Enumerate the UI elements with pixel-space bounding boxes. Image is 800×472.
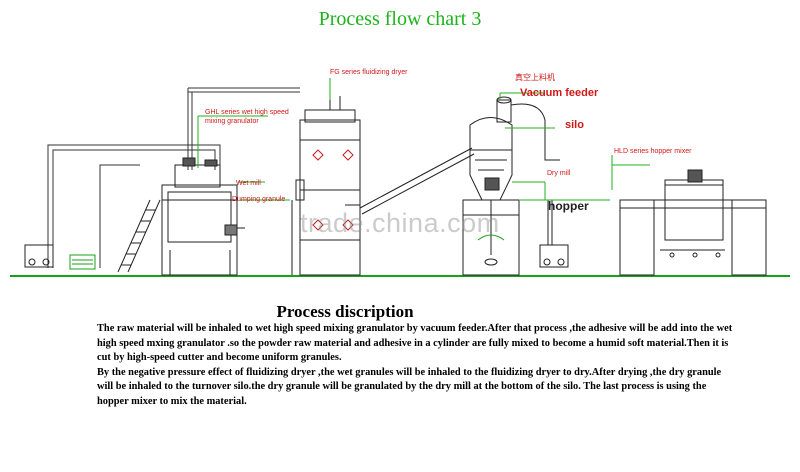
label-ghl-granulator-line2: mixing granulator	[205, 118, 259, 125]
label-vacuum-feeder: Vacuum feeder	[520, 87, 599, 99]
label-hopper: hopper	[548, 199, 589, 213]
wet-granulator	[161, 157, 245, 276]
fluidizing-dryer	[291, 96, 361, 276]
motor-unit-right	[539, 200, 569, 268]
vacuum-feeder	[496, 96, 560, 161]
description-body: The raw material will be inhaled to wet …	[97, 322, 737, 410]
silo	[462, 117, 520, 276]
label-vacuum-feeder-cn: 真空上料机	[515, 72, 555, 82]
label-dry-mill: Dry mill	[547, 170, 571, 177]
process-diagram: FG series fluidizing dryer GHL series we…	[10, 69, 790, 277]
motor-unit-left	[24, 244, 96, 270]
piping-left	[47, 87, 300, 268]
label-wet-mill: Wet mill	[236, 180, 261, 187]
description-paragraph: By the negative pressure effect of fluid…	[97, 366, 722, 407]
label-hld-mixer: HLD series hopper mixer	[614, 148, 692, 155]
label-fg-dryer: FG series fluidizing dryer	[330, 69, 408, 76]
watermark: trade.china.com	[300, 208, 500, 238]
hopper-mixer	[619, 169, 767, 276]
page-title: Process flow chart 3	[318, 8, 482, 30]
label-dumping-granule: Dumping granule	[232, 196, 285, 203]
label-ghl-granulator-line1: GHL series wet high speed	[205, 109, 289, 116]
description-title: Process discription	[276, 302, 414, 321]
description-paragraph: The raw material will be inhaled to wet …	[97, 323, 733, 364]
stairs	[117, 199, 161, 273]
label-silo: silo	[565, 119, 584, 131]
conveying-pipe	[345, 147, 475, 215]
leader-lines	[197, 78, 650, 201]
